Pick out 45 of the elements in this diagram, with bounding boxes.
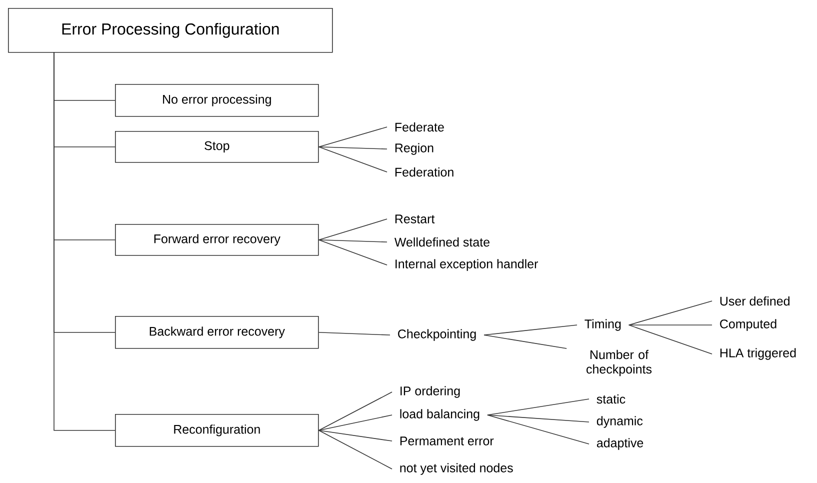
category-box: No error processing [115,84,319,117]
connector-line [318,146,388,150]
branch-label: Federate [395,122,444,132]
branch-label: adaptive [596,438,644,450]
category-box: Stop [115,131,319,163]
connector-line [318,392,392,431]
connector-line [54,52,116,431]
connector-line [628,300,712,326]
connector-line [318,218,388,240]
branch-label: Restart [395,214,435,224]
branch-label: Checkpointing [398,329,476,341]
connector-line [484,334,567,349]
connector-line [318,240,388,242]
branch-label: Region [395,143,434,155]
connector-line [318,126,388,148]
category-box: Forward error recovery [115,224,319,256]
title-box: Error Processing Configuration [8,8,333,53]
connector-line [628,324,712,354]
connector-line [318,332,390,336]
branch-label: Internal exception handler [396,259,538,271]
branch-label: not yet visited nodes [400,463,513,475]
connector-line [318,414,392,431]
category-box: Backward error recovery [115,316,319,349]
connector-line [487,398,590,416]
branch-label: Computed [720,319,776,331]
branch-label: HLA triggered [720,348,796,360]
connector-line [484,324,578,336]
branch-label: static [596,394,626,404]
connector-line [487,414,590,422]
connector-line [318,430,392,470]
connector-line [318,430,392,442]
connector-line [487,414,590,444]
branch-label: Welldefined state [394,237,490,247]
connector-line [318,146,388,172]
branch-label: Permament error [400,436,494,446]
branch-label: dynamic [596,416,643,428]
branch-label: load balancing [400,409,480,421]
branch-label: Number of checkpoints [586,350,652,376]
branch-label: IP ordering [400,386,460,398]
category-box: Reconfiguration [115,414,319,447]
connector-line [318,240,388,266]
connector-line [628,324,712,326]
branch-label: Timing [584,319,621,331]
branch-label: Federation [395,167,454,177]
branch-label: User defined [720,296,790,306]
